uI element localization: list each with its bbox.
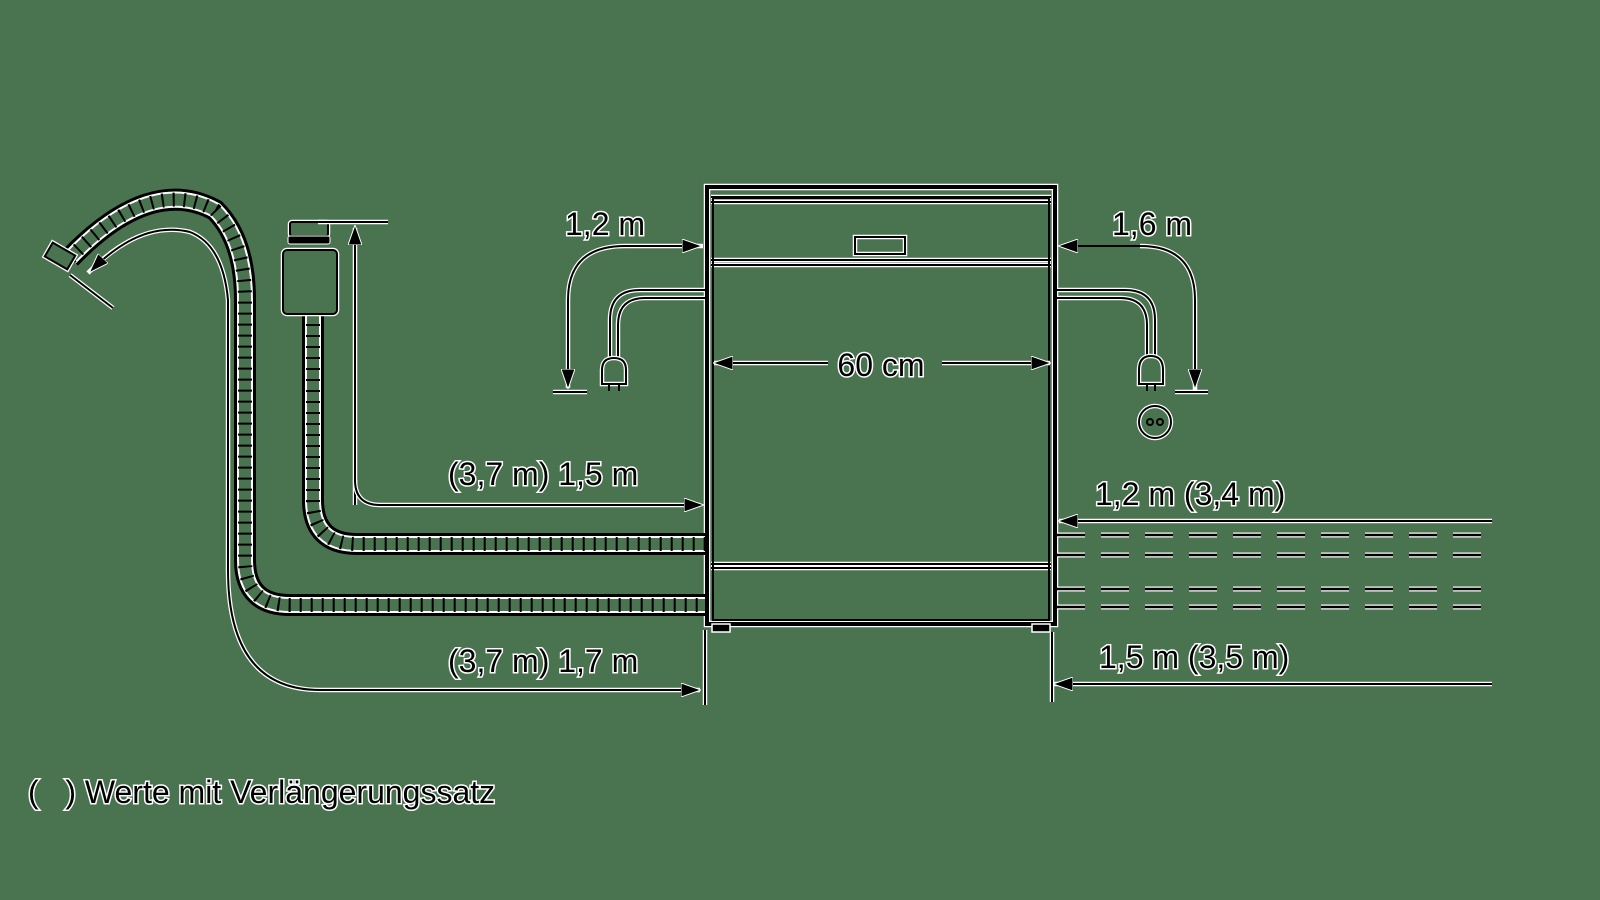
foot-left [711,623,731,633]
dishwasher-body [703,183,1059,633]
right-power-cord: 1,6 m [1057,205,1208,441]
legend-text: ( ) Werte mit Verlängerungssatz [28,774,495,810]
width-label: 60 cm [837,347,924,383]
inlet-hose-left: (3,7 m) 1,5 m [280,219,705,555]
power-plug-icon [599,355,629,391]
drain-hose-right-label: 1,5 m (3,5 m) [1099,639,1289,675]
drain-hose-left: (3,7 m) 1,7 m [41,188,708,705]
width-dimension: 60 cm [714,346,1050,385]
left-power-cord-label: 1,2 m [565,206,645,242]
water-valve-icon [280,219,340,317]
drain-hose-right: 1,5 m (3,5 m) [1049,586,1492,702]
inlet-hose-right: 1,2 m (3,4 m) [1057,475,1492,558]
power-plug-icon [1136,353,1166,391]
drain-hose-icon [41,239,115,310]
inlet-hose-right-label: 1,2 m (3,4 m) [1095,476,1285,512]
left-power-cord: 1,2 m [553,205,705,395]
power-socket-icon [1136,403,1174,441]
drain-hose-left-label: (3,7 m) 1,7 m [448,643,638,679]
inlet-hose-left-label: (3,7 m) 1,5 m [448,456,638,492]
right-power-cord-label: 1,6 m [1112,206,1192,242]
foot-right [1031,623,1051,633]
